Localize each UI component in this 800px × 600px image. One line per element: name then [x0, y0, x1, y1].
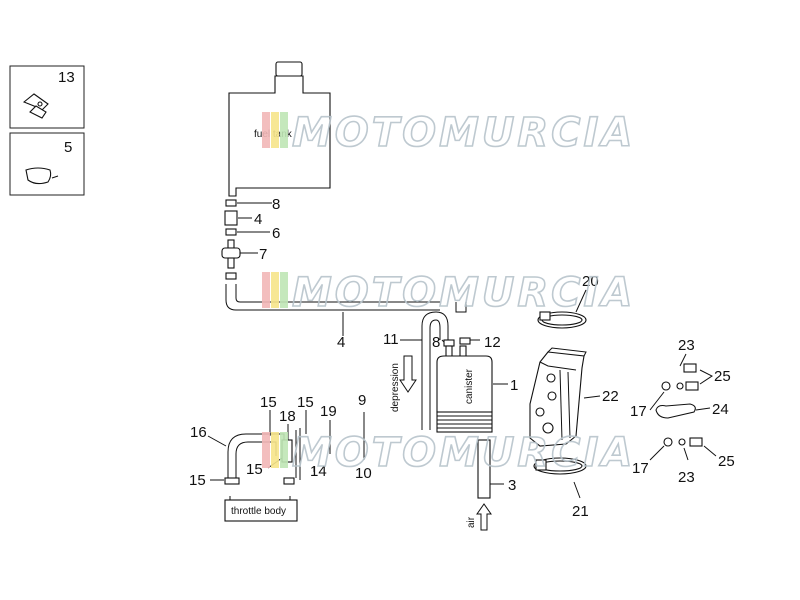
canister: canister — [436, 345, 493, 433]
callout-24: 24 — [712, 401, 729, 418]
watermark-stripe-2 — [271, 112, 279, 148]
fuel-line-parts — [221, 199, 440, 311]
callout-23-lower: 23 — [678, 469, 695, 486]
watermark-stripe-2 — [271, 432, 279, 468]
depression-flow-indicator: depression — [390, 355, 417, 412]
callout-3: 3 — [508, 477, 516, 494]
callout-1: 1 — [510, 377, 518, 394]
callout-4: 4 — [254, 211, 262, 228]
watermark-1: MOTOMURCIA — [262, 109, 635, 157]
clip-icon — [22, 93, 49, 119]
callout-16: 16 — [190, 424, 207, 441]
callout-15-c: 15 — [189, 472, 206, 489]
callout-19: 19 — [320, 403, 337, 420]
air-label: air — [466, 516, 477, 528]
legend-number-5: 5 — [64, 139, 72, 156]
callout-4-lower: 4 — [337, 334, 345, 351]
gasket-icon — [25, 167, 52, 185]
up-arrow-icon — [476, 503, 492, 531]
callout-15-d: 15 — [246, 461, 263, 478]
callout-14: 14 — [310, 463, 327, 480]
hose-11 — [421, 302, 471, 430]
intake-manifold — [529, 347, 587, 447]
hardware-lower — [663, 437, 703, 447]
callout-7: 7 — [259, 246, 267, 263]
callout-23: 23 — [678, 337, 695, 354]
watermark-stripe-1 — [262, 432, 270, 468]
legend-box-13: 13 — [9, 65, 85, 129]
watermark-stripe-1 — [262, 272, 270, 308]
watermark-stripe-1 — [262, 112, 270, 148]
legend-box-5: 5 — [9, 132, 85, 196]
down-arrow-icon — [399, 355, 417, 393]
callout-20: 20 — [582, 273, 599, 290]
callout-21: 21 — [572, 503, 589, 520]
callout-9: 9 — [358, 392, 366, 409]
callout-17-lower: 17 — [632, 460, 649, 477]
watermark-text: MOTOMURCIA — [292, 270, 635, 316]
callout-15-a: 15 — [260, 394, 277, 411]
hardware-upper — [661, 363, 699, 391]
clamp-20 — [537, 311, 587, 329]
depression-label: depression — [390, 363, 401, 412]
callout-8: 8 — [272, 196, 280, 213]
callout-12: 12 — [484, 334, 501, 351]
watermark-stripe-3 — [280, 432, 288, 468]
callout-8-lower: 8 — [432, 334, 440, 351]
fuel-tank: fuel tank — [228, 61, 331, 197]
callout-11: 11 — [383, 331, 399, 348]
watermark-stripe-2 — [271, 272, 279, 308]
watermark-3: MOTOMURCIA — [262, 429, 635, 477]
throttle-body: throttle body — [224, 496, 298, 522]
clamp-21 — [533, 457, 587, 475]
watermark-text: MOTOMURCIA — [292, 110, 635, 156]
watermark-stripe-3 — [280, 272, 288, 308]
callout-25: 25 — [714, 368, 731, 385]
watermark-text: MOTOMURCIA — [292, 430, 635, 476]
air-inlet-pipe: air — [466, 439, 492, 531]
callout-6: 6 — [272, 225, 280, 242]
callout-15-b: 15 — [297, 394, 314, 411]
legend-number-13: 13 — [58, 69, 75, 86]
canister-label: canister — [464, 368, 475, 404]
callout-numbers: 8 4 6 7 4 11 8 12 1 20 22 23 25 17 24 17… — [189, 196, 735, 520]
callout-10: 10 — [355, 465, 372, 482]
valve-7 — [221, 239, 241, 269]
callout-22: 22 — [602, 388, 619, 405]
link-rod-24 — [655, 403, 696, 419]
callout-17: 17 — [630, 403, 647, 420]
watermark-stripe-3 — [280, 112, 288, 148]
throttle-body-label: throttle body — [231, 506, 286, 517]
callout-25-lower: 25 — [718, 453, 735, 470]
watermark-2: MOTOMURCIA — [262, 269, 635, 317]
callout-18: 18 — [279, 408, 296, 425]
